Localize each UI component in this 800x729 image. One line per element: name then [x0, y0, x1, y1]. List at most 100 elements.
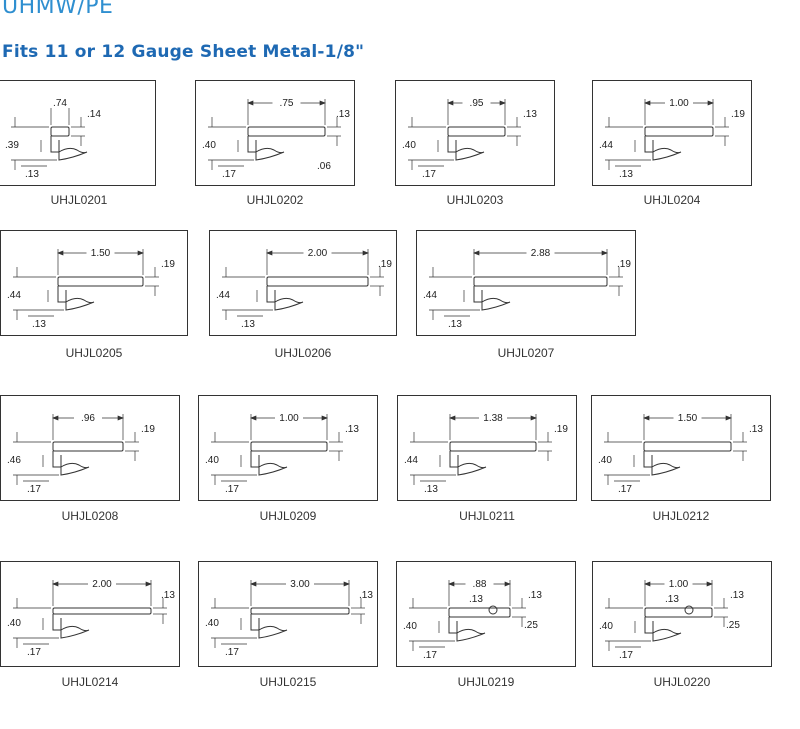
lip-label: .13	[241, 319, 255, 330]
thickness-label: .19	[554, 424, 568, 435]
arrow-right	[530, 415, 537, 421]
arrow-right	[117, 415, 124, 421]
profile-drawing: 3.00.13.40.17	[198, 561, 378, 667]
profile-shape	[52, 607, 152, 639]
arrow-right	[725, 415, 732, 421]
lip-label: .17	[27, 484, 41, 495]
profile-shape	[644, 605, 713, 642]
profile-leg	[57, 286, 67, 303]
flange-bar	[247, 126, 326, 137]
length-label: 1.50	[678, 413, 698, 424]
dimension-lines	[208, 99, 341, 170]
arrow-right	[319, 100, 326, 106]
profile-leg	[644, 617, 654, 634]
bead-label: .13	[469, 594, 483, 605]
profile-leg	[447, 136, 457, 153]
dimension-lines	[605, 580, 728, 651]
thickness-label: .13	[359, 590, 373, 601]
profile-drawing: 2.00.13.40.17	[0, 561, 180, 667]
arrow-right	[321, 415, 328, 421]
grip-lip	[258, 462, 288, 476]
flange-bar	[644, 607, 713, 618]
profile-drawing: 2.00.19.44.13	[209, 230, 397, 336]
part-number: UHJL0220	[653, 675, 711, 689]
part-number: UHJL0212	[652, 509, 710, 523]
profile-leg	[247, 136, 257, 153]
grip-lip	[255, 147, 285, 161]
thickness-label: .13	[336, 109, 350, 120]
profile-svg: 1.00.13.40.17	[205, 412, 359, 495]
thickness-label: .13	[161, 590, 175, 601]
lip-label: .17	[225, 484, 239, 495]
profile-svg: .95.13.40.17	[402, 97, 537, 180]
profile-leg	[643, 451, 653, 468]
profile-shape	[644, 126, 714, 161]
profile-drawing: .95.13.40.17	[395, 80, 555, 186]
extra-label: .06	[317, 161, 331, 172]
arrow-left	[449, 415, 456, 421]
lip-label: .17	[222, 169, 236, 180]
flange-bar	[448, 607, 511, 618]
part-number: UHJL0215	[259, 675, 317, 689]
flange-bar	[50, 126, 70, 137]
arrow-left	[266, 250, 273, 256]
profile-leg	[250, 451, 260, 468]
height-label: .44	[404, 455, 418, 466]
length-label-bg	[286, 578, 314, 589]
length-label-bg	[665, 97, 693, 108]
arrow-right	[706, 581, 713, 587]
length-label-bg	[479, 412, 507, 423]
grip-lip	[60, 462, 90, 476]
part-number: UHJL0208	[61, 509, 119, 523]
lip-label: .13	[619, 169, 633, 180]
profile-shape	[52, 441, 124, 476]
arrow-left	[643, 415, 650, 421]
length-label: .74	[53, 98, 67, 109]
flange-bar	[250, 607, 350, 615]
profile-shape	[266, 276, 369, 311]
length-label-bg	[462, 97, 491, 108]
profile-drawing: 2.88.19.44.13	[416, 230, 636, 336]
grip-lip	[258, 625, 288, 639]
length-label-bg	[465, 578, 494, 589]
profile-shape	[50, 126, 88, 161]
profile-leg	[52, 451, 62, 468]
dimension-lines	[410, 414, 552, 485]
part-number: UHJL0219	[457, 675, 515, 689]
profile-svg: .74.14.39.13	[5, 97, 101, 180]
height-label: .44	[7, 290, 21, 301]
length-label-bg	[46, 97, 74, 108]
grip-lip	[65, 297, 95, 311]
thickness-label: .13	[345, 424, 359, 435]
flange-bar	[52, 607, 152, 615]
arrow-right	[145, 581, 152, 587]
brand-title: UHMW/PE	[2, 0, 114, 19]
dimension-lines	[211, 414, 343, 485]
dimension-lines	[605, 99, 729, 170]
height-label: .44	[423, 290, 437, 301]
profile-shape	[250, 441, 328, 476]
part-number: UHJL0211	[459, 509, 515, 523]
grip-lip	[60, 625, 90, 639]
grip-lip	[58, 147, 88, 161]
grip-lip	[457, 462, 487, 476]
arrow-left	[250, 415, 257, 421]
height-label: .44	[216, 290, 230, 301]
flange-bar	[250, 441, 328, 452]
dimension-lines	[211, 580, 365, 648]
profile-drawing: 1.50.13.40.17	[591, 395, 771, 501]
height-label: .40	[7, 618, 21, 629]
length-label: .88	[473, 579, 487, 590]
height-label: .40	[599, 621, 613, 632]
profile-leg	[52, 614, 62, 631]
grip-lip	[651, 462, 681, 476]
flange-bar	[447, 126, 506, 137]
profile-drawing: .96.19.46.17	[0, 395, 180, 501]
